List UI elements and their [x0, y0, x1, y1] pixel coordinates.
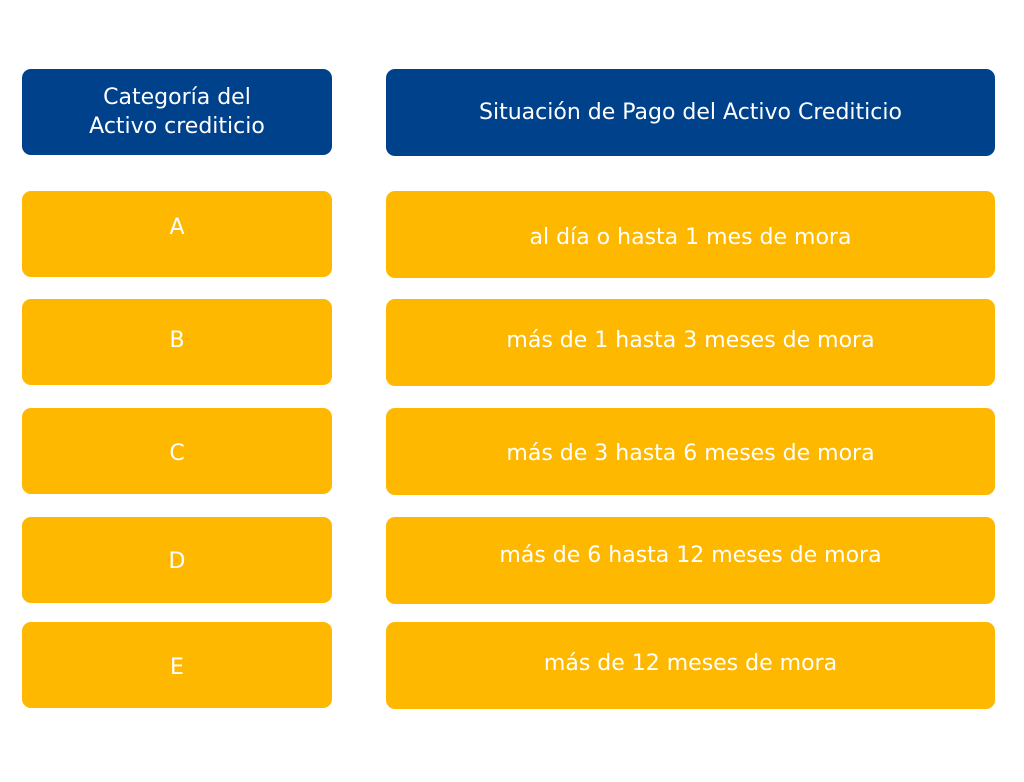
category-cell-e: E	[22, 622, 332, 708]
header-category-line2: Activo crediticio	[89, 114, 265, 139]
situation-cell-a: al día o hasta 1 mes de mora	[386, 191, 995, 278]
situation-cell-e: más de 12 meses de mora	[386, 622, 995, 709]
category-cell-b: B	[22, 299, 332, 385]
header-situation: Situación de Pago del Activo Crediticio	[386, 69, 995, 156]
situation-cell-b: más de 1 hasta 3 meses de mora	[386, 299, 995, 386]
category-cell-c: C	[22, 408, 332, 494]
category-cell-a: A	[22, 191, 332, 277]
header-category: Categoría del Activo crediticio	[22, 69, 332, 155]
situation-cell-c: más de 3 hasta 6 meses de mora	[386, 408, 995, 495]
header-category-line1: Categoría del	[103, 85, 251, 110]
situation-cell-d: más de 6 hasta 12 meses de mora	[386, 517, 995, 604]
category-cell-d: D	[22, 517, 332, 603]
